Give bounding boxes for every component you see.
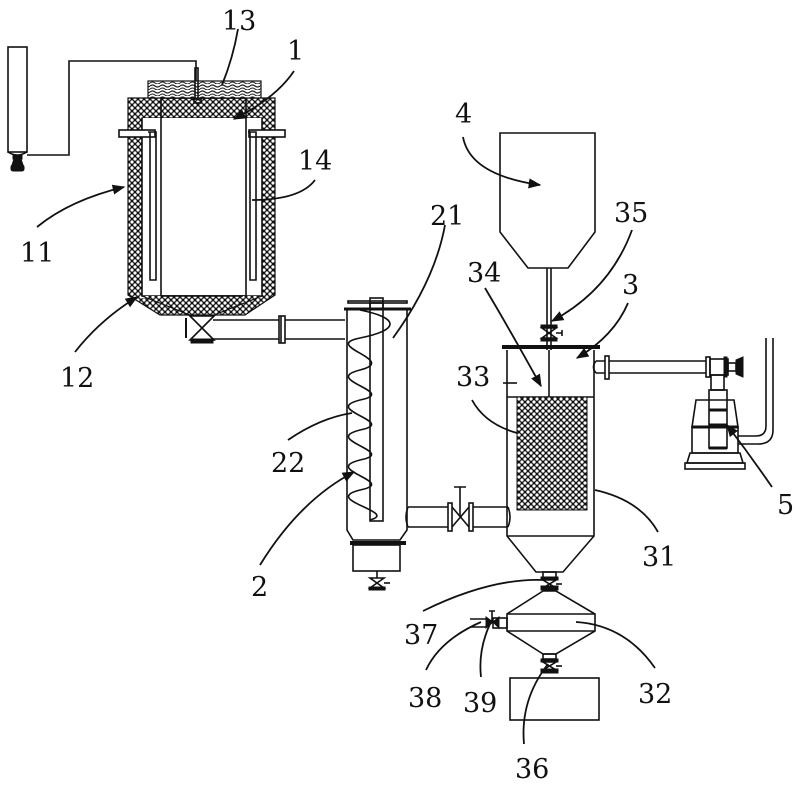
label-2: 2: [251, 572, 268, 603]
label-31: 31: [642, 542, 676, 573]
label-37: 37: [404, 620, 438, 651]
condenser: [344, 297, 411, 591]
label-1: 1: [287, 36, 304, 67]
label-33: 33: [456, 362, 490, 393]
label-3: 3: [622, 270, 639, 301]
reactor-outlet-pipe: [213, 315, 345, 344]
label-13: 13: [222, 6, 256, 37]
heating-rod-right: [248, 131, 257, 281]
condenser-outlet-pipe: [405, 486, 511, 532]
label-35: 35: [614, 198, 648, 229]
label-12: 12: [60, 363, 94, 394]
label-22: 22: [271, 448, 305, 479]
feed-hopper: [499, 132, 596, 350]
leader-lines: [36, 28, 773, 745]
vacuum-pump: [684, 338, 774, 470]
heating-rod-left: [148, 131, 157, 281]
condenser-coil: [347, 309, 391, 521]
condenser-shell: [346, 310, 408, 541]
label-14: 14: [298, 146, 332, 177]
label-34: 34: [467, 258, 501, 289]
label-4: 4: [455, 99, 472, 130]
reactor: [118, 67, 286, 344]
label-21: 21: [430, 201, 464, 232]
label-36: 36: [515, 754, 549, 785]
label-11: 11: [20, 238, 54, 269]
vacuum-line: [592, 355, 744, 380]
reference-labels: 13 1 14 11 12 4 35 21 34 3 33 22 5 31 2 …: [20, 6, 794, 785]
label-32: 32: [638, 679, 672, 710]
label-39: 39: [463, 688, 497, 719]
gas-cylinder: [7, 46, 28, 172]
label-5: 5: [777, 490, 794, 521]
separator: [470, 345, 600, 721]
receiving-box: [509, 677, 600, 721]
label-38: 38: [408, 683, 442, 714]
packing: [516, 396, 588, 511]
reactor-lid: [147, 80, 262, 99]
